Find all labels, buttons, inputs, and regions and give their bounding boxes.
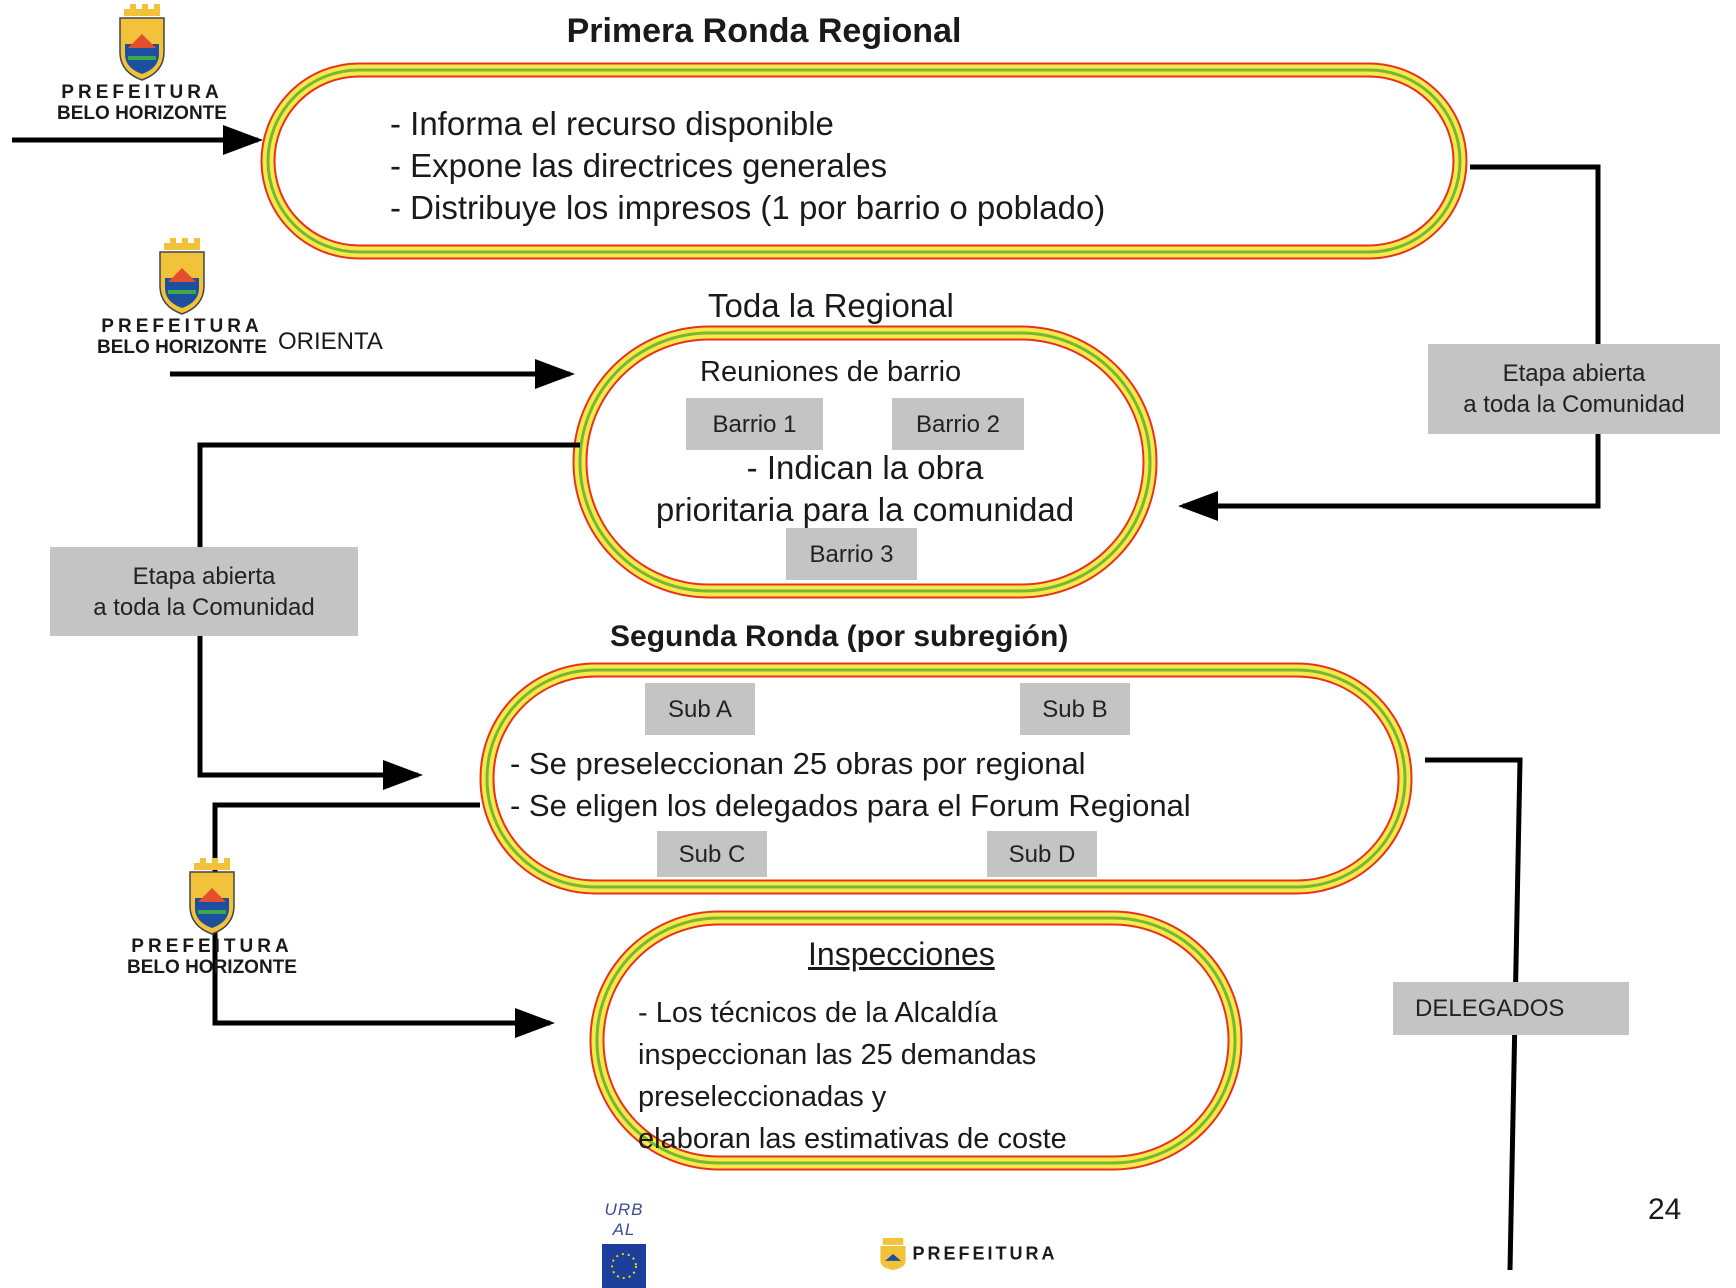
- page-title: Primera Ronda Regional: [0, 12, 1736, 51]
- inspecciones-text-line: - Los técnicos de la Alcaldía: [638, 997, 998, 1029]
- inspecciones-text-line: elaboran las estimativas de coste: [638, 1123, 1067, 1155]
- logo-line1: PREFEITURA: [101, 316, 263, 337]
- sub-box-d: Sub D: [987, 831, 1097, 877]
- regional-text-line: - Indican la obra: [746, 449, 984, 486]
- inspecciones-ring: [589, 910, 1243, 1171]
- connector-round1-to-regional: [1178, 164, 1601, 521]
- barrio-box-3: Barrio 3: [786, 528, 917, 580]
- inspecciones-text-line: inspeccionan las 25 demandas: [638, 1039, 1037, 1071]
- logo-line2: BELO HORIZONTE: [97, 337, 267, 358]
- sub-box-c: Sub C: [657, 831, 767, 877]
- etapa-box-right: Etapa abierta a toda la Comunidad: [1428, 344, 1720, 434]
- regional-ring: [572, 325, 1158, 599]
- round2-item: - Se eligen los delegados para el Forum …: [510, 788, 1191, 823]
- etapa-left-line: Etapa abierta: [132, 562, 276, 590]
- connector-delegados: [1425, 757, 1523, 1270]
- coat-of-arms-icon: [159, 238, 205, 315]
- round2-ring: [479, 662, 1413, 895]
- coat-of-arms-icon: [119, 4, 165, 81]
- urbal-text: URB AL: [604, 1200, 644, 1239]
- prefeitura-logo: PREFEITURA BELO HORIZONTE: [92, 238, 272, 358]
- prefeitura-logo: PREFEITURA BELO HORIZONTE: [122, 858, 302, 978]
- round2-items: - Se preseleccionan 25 obras por regiona…: [510, 743, 1191, 827]
- round1-items: - Informa el recurso disponible - Expone…: [390, 103, 1105, 229]
- sub-box-a: Sub A: [645, 683, 755, 735]
- inspecciones-title: Inspecciones: [808, 936, 995, 972]
- round1-item: - Distribuye los impresos (1 por barrio …: [390, 189, 1106, 226]
- round1-ring: [260, 62, 1468, 260]
- page-number: 24: [1648, 1193, 1682, 1226]
- logo-line2: BELO HORIZONTE: [127, 957, 297, 978]
- regional-heading: Reuniones de barrio: [700, 356, 962, 388]
- urbal-logo: URB AL: [594, 1200, 654, 1288]
- round2-title: Segunda Ronda (por subregión): [610, 620, 1069, 653]
- logo-line1: PREFEITURA: [131, 936, 293, 957]
- round1-item: - Expone las directrices generales: [390, 147, 888, 184]
- logo-line2: BELO HORIZONTE: [57, 103, 227, 124]
- orienta-label: ORIENTA: [278, 328, 383, 355]
- page-title-text: Primera Ronda Regional: [566, 12, 962, 50]
- regional-text: - Indican la obra prioritaria para la co…: [600, 447, 1130, 531]
- etapa-right-line: Etapa abierta: [1502, 360, 1646, 387]
- regional-label: Toda la Regional: [708, 287, 954, 324]
- round1-item: - Informa el recurso disponible: [390, 105, 834, 142]
- delegados-box: DELEGADOS: [1393, 982, 1629, 1035]
- prefeitura-logo: PREFEITURA BELO HORIZONTE: [52, 4, 232, 124]
- coat-of-arms-icon: [880, 1238, 906, 1270]
- sub-box-b: Sub B: [1020, 683, 1130, 735]
- round2-item: - Se preseleccionan 25 obras por regiona…: [510, 746, 1086, 781]
- barrio-box-2: Barrio 2: [892, 398, 1024, 450]
- regional-text-line: prioritaria para la comunidad: [655, 491, 1075, 528]
- etapa-left-line: a toda la Comunidad: [93, 593, 315, 621]
- footer-prefeitura-logo: PREFEITURA: [878, 1238, 1057, 1270]
- inspecciones-text: - Los técnicos de la Alcaldía inspeccion…: [638, 992, 1067, 1160]
- etapa-right-line: a toda la Comunidad: [1463, 391, 1685, 418]
- logo-line1: PREFEITURA: [61, 82, 223, 103]
- barrio-box-1: Barrio 1: [686, 398, 823, 450]
- eu-flag-icon: [602, 1244, 646, 1288]
- inspecciones-text-line: preseleccionadas y: [638, 1081, 887, 1113]
- footer-prefeitura-text: PREFEITURA: [912, 1243, 1058, 1264]
- coat-of-arms-icon: [189, 858, 235, 935]
- etapa-box-left: Etapa abierta a toda la Comunidad: [50, 547, 358, 636]
